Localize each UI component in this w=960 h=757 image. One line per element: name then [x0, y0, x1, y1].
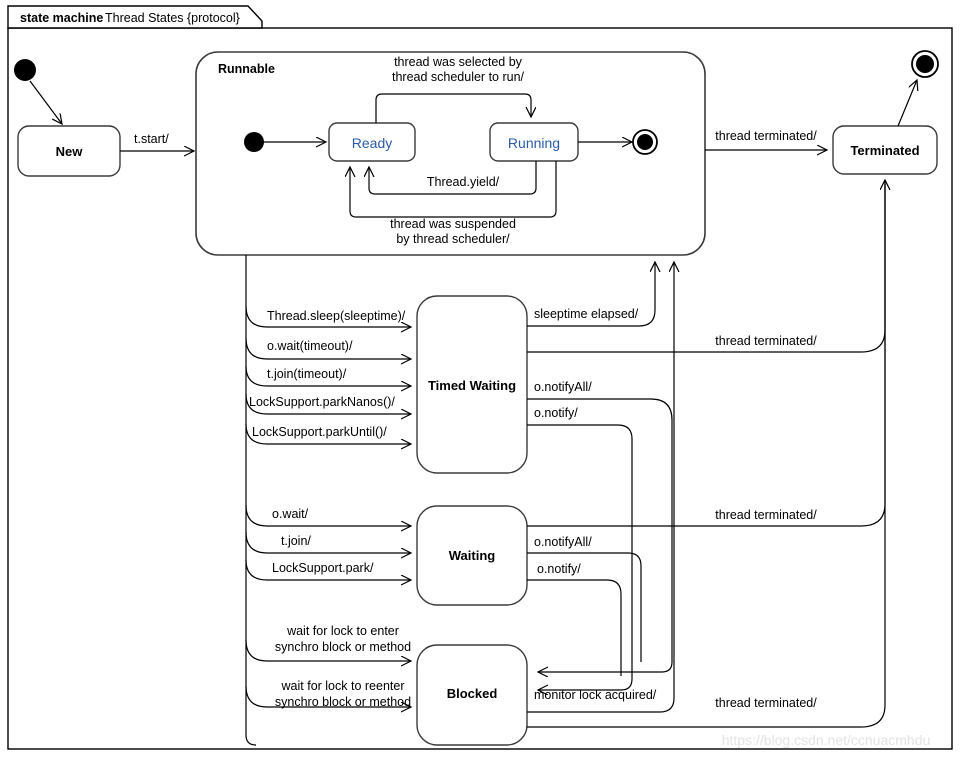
state-new-label: New — [56, 144, 84, 159]
label-thread-terminated-2: thread terminated/ — [715, 508, 817, 522]
label-thread-terminated-1: thread terminated/ — [715, 334, 817, 348]
edge-to-waiting-1 — [245, 504, 411, 526]
label-waiting-out-2: o.notify/ — [537, 562, 581, 576]
final-state-dot — [916, 55, 934, 73]
edge-running-to-ready-suspended — [350, 161, 557, 218]
label-timed-out-3: o.notify/ — [534, 406, 578, 420]
state-blocked-label: Blocked — [447, 686, 498, 701]
edge-monitor-lock-acquired — [527, 262, 674, 713]
state-ready[interactable]: Ready — [328, 122, 416, 162]
label-waiting-in-3: LockSupport.park/ — [272, 561, 374, 575]
label-selected-line1: thread was selected by — [394, 55, 523, 69]
edge-to-blocked-2 — [245, 685, 411, 707]
frame-header-name: Thread States {protocol} — [105, 11, 240, 25]
label-suspended-line2: by thread scheduler/ — [396, 232, 510, 246]
edge-to-waiting-3 — [245, 559, 411, 580]
state-running[interactable]: Running — [489, 122, 579, 162]
label-selected-line2: thread scheduler to run/ — [392, 70, 525, 84]
edge-terminated-to-final — [897, 80, 917, 127]
edge-to-timed-waiting-3 — [245, 365, 411, 386]
label-timed-out-1: sleeptime elapsed/ — [534, 307, 639, 321]
state-runnable-label: Runnable — [218, 62, 275, 76]
label-timed-out-2: o.notifyAll/ — [534, 380, 592, 394]
state-running-label: Running — [508, 135, 560, 151]
edge-waiting-notify-to-blocked — [527, 579, 622, 676]
edge-ready-to-running — [375, 93, 531, 123]
label-thread-terminated-top: thread terminated/ — [715, 129, 817, 143]
state-waiting-label: Waiting — [449, 548, 496, 563]
label-waiting-in-2: t.join/ — [281, 534, 311, 548]
label-waiting-in-1: o.wait/ — [272, 507, 309, 521]
label-timed-in-2: o.wait(timeout)/ — [267, 339, 353, 353]
frame-header-keyword: state machine — [20, 11, 103, 25]
label-blocked-in-2-line1: wait for lock to reenter — [281, 679, 405, 693]
state-runnable[interactable]: Runnable — [195, 51, 706, 256]
label-timed-in-5: LockSupport.parkUntil()/ — [252, 425, 387, 439]
label-blocked-in-2-line2: synchro block or method — [275, 695, 411, 709]
runnable-initial-pseudostate — [244, 132, 264, 152]
state-timed-waiting[interactable]: Timed Waiting — [416, 295, 528, 474]
edge-blocked-thread-terminated — [527, 184, 886, 728]
label-suspended-line1: thread was suspended — [390, 217, 516, 231]
edge-to-timed-waiting-5 — [245, 423, 411, 444]
edge-to-waiting-2 — [245, 531, 411, 553]
edge-to-blocked-1 — [245, 639, 411, 661]
final-state-ring — [911, 50, 939, 78]
label-timed-in-4: LockSupport.parkNanos()/ — [249, 395, 395, 409]
label-timed-in-1: Thread.sleep(sleeptime)/ — [267, 309, 406, 323]
label-waiting-out-1: o.notifyAll/ — [534, 535, 592, 549]
edge-timed-notifyall-to-blocked — [527, 398, 673, 672]
state-new[interactable]: New — [17, 125, 121, 177]
label-thread-yield: Thread.yield/ — [427, 175, 500, 189]
edge-running-to-ready-yield — [369, 161, 537, 195]
watermark: https://blog.csdn.net/ccnuacmhdu — [722, 732, 931, 748]
state-waiting[interactable]: Waiting — [416, 505, 528, 606]
state-terminated[interactable]: Terminated — [832, 125, 938, 175]
runnable-final-state-dot — [637, 134, 653, 150]
state-blocked[interactable]: Blocked — [416, 644, 528, 746]
edge-to-timed-waiting-4 — [245, 393, 411, 414]
label-timed-in-3: t.join(timeout)/ — [267, 367, 347, 381]
label-thread-terminated-3: thread terminated/ — [715, 696, 817, 710]
runnable-final-state-ring — [632, 129, 658, 155]
state-timed-waiting-label: Timed Waiting — [428, 378, 516, 393]
label-blocked-in-1-line1: wait for lock to enter — [286, 624, 399, 638]
edge-initial-to-new — [29, 80, 62, 124]
initial-pseudostate — [14, 59, 36, 81]
edge-waiting-notifyall-to-blocked — [527, 552, 642, 662]
edge-timed-notify-to-blocked — [527, 424, 633, 690]
edge-sleeptime-elapsed — [527, 262, 655, 327]
label-t-start: t.start/ — [134, 132, 169, 146]
label-blocked-out: monitor lock acquired/ — [534, 688, 657, 702]
label-blocked-in-1-line2: synchro block or method — [275, 640, 411, 654]
state-ready-label: Ready — [352, 135, 392, 151]
edge-to-timed-waiting-2 — [245, 337, 411, 359]
trunk-runnable-bottom — [245, 255, 257, 746]
edge-to-timed-waiting-1 — [245, 305, 411, 327]
state-terminated-label: Terminated — [850, 143, 919, 158]
